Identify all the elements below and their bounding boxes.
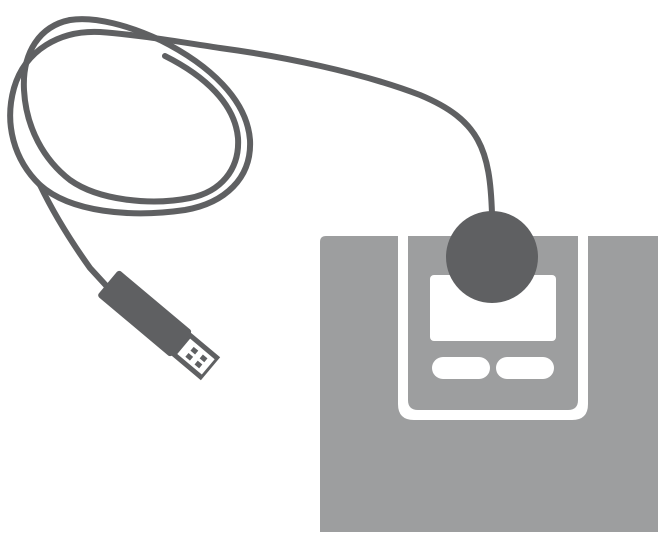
usb-plug-body bbox=[97, 270, 192, 358]
device-button-right bbox=[496, 357, 554, 379]
cable-segment-plug bbox=[40, 185, 112, 292]
device-button-left bbox=[432, 357, 490, 379]
usb-plug bbox=[97, 270, 222, 382]
cable-connector-head bbox=[446, 211, 538, 303]
cable-segment-main bbox=[100, 32, 492, 214]
